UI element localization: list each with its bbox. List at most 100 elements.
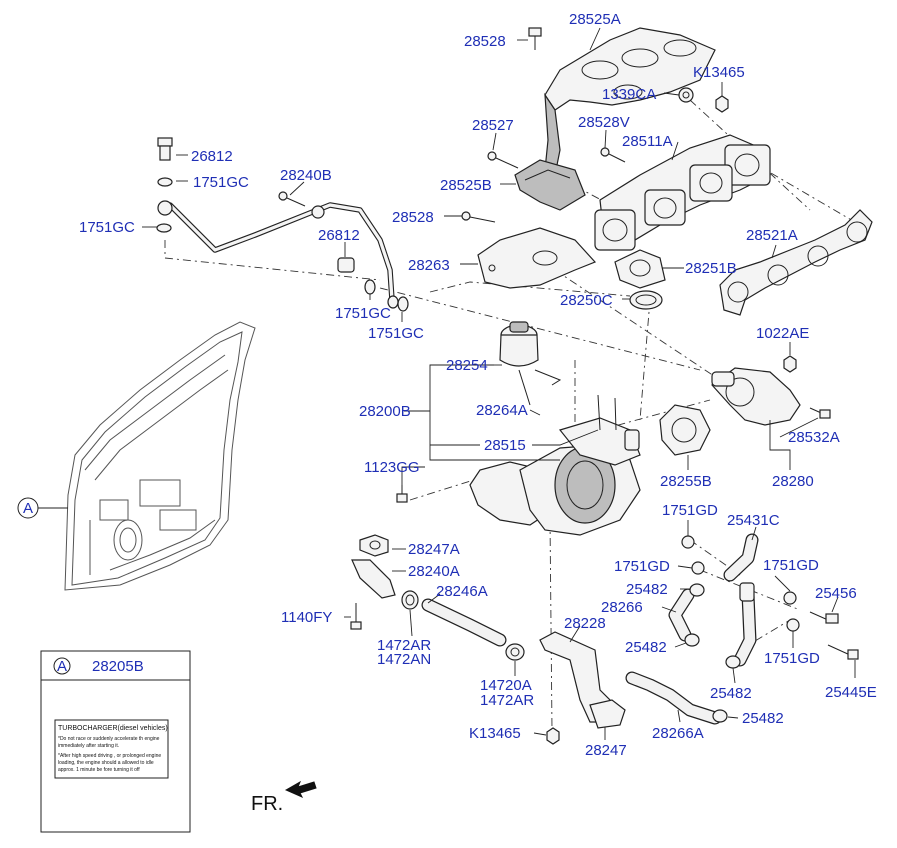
label-28525a: 28525A — [569, 11, 621, 28]
label-28263: 28263 — [408, 257, 450, 274]
stud-28528v — [600, 147, 626, 163]
gasket-ring-28250c — [629, 290, 663, 310]
label-1140fy: 1140FY — [281, 609, 332, 626]
bolt-28528-top — [528, 27, 542, 50]
label-25482-b: 25482 — [625, 639, 667, 656]
label-25431c: 25431C — [727, 512, 780, 529]
door-frame-illustration — [64, 321, 256, 591]
label-1751gd-c: 1751GD — [763, 557, 819, 574]
inset-text: A 28205B TURBOCHARGER(diesel vehicles) *… — [57, 658, 168, 773]
label-k13465-top: K13465 — [693, 64, 745, 81]
nut-k13465-top — [715, 95, 729, 113]
turbocharger — [469, 394, 641, 536]
bolt-25445e — [827, 644, 859, 660]
inset-label-title: TURBOCHARGER(diesel vehicles) — [58, 725, 168, 732]
label-26812-mid: 26812 — [318, 227, 360, 244]
label-28200b: 28200B — [359, 403, 411, 420]
label-28264a: 28264A — [476, 402, 528, 419]
inset-label-line3: *After high speed driving , or prolonged… — [58, 753, 161, 759]
label-1751gc-b1: 1751GC — [335, 305, 391, 322]
label-k13465-bottom: K13465 — [469, 725, 521, 742]
stud-28532a — [809, 407, 831, 419]
clamp-14720a — [505, 643, 525, 661]
label-28527: 28527 — [472, 117, 514, 134]
nut-1022ae — [783, 355, 797, 373]
label-1472ar: 1472AR — [377, 637, 431, 654]
nut-k13465-bottom — [546, 727, 560, 745]
bolt-28528-mid — [461, 211, 496, 223]
label-28515: 28515 — [484, 437, 526, 454]
gasket-28247 — [589, 699, 626, 729]
manifold-gasket — [719, 209, 873, 316]
label-28250c: 28250C — [560, 292, 613, 309]
label-25482-d: 25482 — [742, 710, 784, 727]
label-28525b: 28525B — [440, 177, 492, 194]
door-callout-a — [17, 497, 68, 519]
washers-1751gc — [156, 177, 409, 312]
label-1339ca: 1339CA — [602, 86, 656, 103]
nut-1339ca — [678, 87, 694, 103]
label-28240a: 28240A — [408, 563, 460, 580]
label-1472an: 1472AN — [377, 651, 431, 668]
label-1472ar-b: 1472AR — [480, 692, 534, 709]
label-14720a: 14720A — [480, 677, 532, 694]
water-pipe-25431c — [723, 533, 759, 667]
water-hose-28266a — [625, 671, 722, 725]
label-25482-c: 25482 — [710, 685, 752, 702]
label-26812-top: 26812 — [191, 148, 233, 165]
gasket-28255b — [659, 404, 711, 456]
label-28528-top: 28528 — [464, 33, 506, 50]
water-hose-28266 — [668, 588, 695, 642]
gasket-28247a — [359, 534, 389, 557]
front-direction-label: FR. — [251, 793, 283, 815]
label-28255b: 28255B — [660, 473, 712, 490]
label-28228: 28228 — [564, 615, 606, 632]
exhaust-elbow — [711, 367, 801, 426]
inset-label-box — [40, 650, 191, 833]
inset-callout: A — [57, 658, 67, 675]
label-28266a: 28266A — [652, 725, 704, 742]
leader-lines — [142, 27, 856, 740]
label-28528v: 28528V — [578, 114, 630, 131]
heat-shield-28525b — [514, 159, 586, 211]
inset-label-line4: loading, the engine should a allowed to … — [58, 760, 154, 766]
heat-shield-28263 — [477, 227, 597, 289]
wastegate-actuator — [499, 321, 562, 406]
inset-label-line1: *Do not race or suddenly accelerate th e… — [58, 736, 160, 742]
label-1751gc-b2: 1751GC — [368, 325, 424, 342]
label-1751gc-top: 1751GC — [193, 174, 249, 191]
label-25482-a: 25482 — [626, 581, 668, 598]
label-25445e: 25445E — [825, 684, 877, 701]
label-28251b: 28251B — [685, 260, 737, 277]
drain-flange-28240a — [351, 559, 396, 599]
bolt-1123gg — [396, 485, 408, 503]
label-1751gd-d: 1751GD — [764, 650, 820, 667]
label-28532a: 28532A — [788, 429, 840, 446]
inset-label-line5: approx. 1 minute be fore turning it off — [58, 767, 140, 773]
label-28266: 28266 — [601, 599, 643, 616]
hose-clamps-25482 — [684, 583, 741, 723]
label-25456: 25456 — [815, 585, 857, 602]
label-28247: 28247 — [585, 742, 627, 759]
label-1751gd-b: 1751GD — [614, 558, 670, 575]
label-28528-mid: 28528 — [392, 209, 434, 226]
drain-hose-28246a — [421, 598, 507, 647]
bolt-1140fy — [350, 603, 362, 630]
label-1123gg: 1123GG — [364, 459, 420, 476]
oil-feed-pipe — [157, 200, 399, 309]
exhaust-manifold — [594, 134, 771, 251]
label-28246a: 28246A — [436, 583, 488, 600]
label-28280: 28280 — [772, 473, 814, 490]
label-1022ae: 1022AE — [756, 325, 809, 342]
gasket-28251b — [614, 249, 666, 289]
label-28511a: 28511A — [622, 133, 673, 150]
front-direction-arrow — [284, 780, 317, 799]
bolt-25456 — [809, 611, 839, 624]
clamp-1472ar — [401, 590, 419, 610]
label-28247a: 28247A — [408, 541, 460, 558]
bolt-28527 — [487, 151, 519, 169]
inset-label-line2: immediately after starting it. — [58, 743, 119, 749]
washers-1751gd — [681, 535, 800, 632]
label-28240b: 28240B — [280, 167, 332, 184]
label-28254: 28254 — [446, 357, 488, 374]
